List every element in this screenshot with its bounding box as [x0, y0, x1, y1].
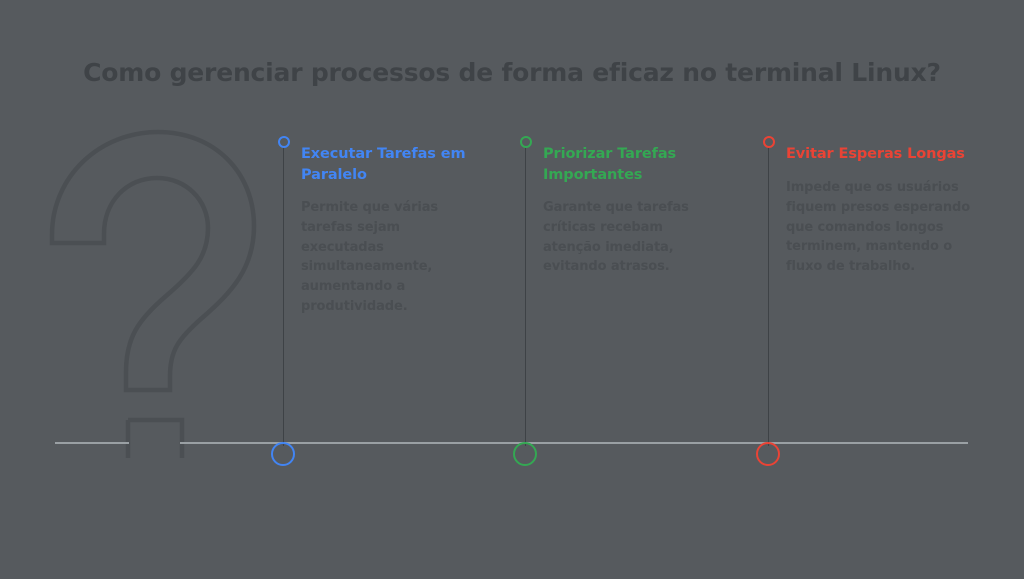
page-title: Como gerenciar processos de forma eficaz… [83, 58, 941, 87]
milestone-connector-line [283, 146, 284, 446]
timeline-baseline-right [180, 442, 968, 444]
milestone-heading: Evitar Esperas Longas [786, 146, 965, 162]
ring-marker-icon-bottom[interactable] [271, 442, 295, 466]
ring-marker-icon-top [520, 136, 532, 148]
ring-marker-icon-top [763, 136, 775, 148]
timeline-baseline-left [55, 442, 129, 444]
milestone-heading: Priorizar Tarefas Importantes [543, 146, 677, 183]
milestone-connector-line [525, 146, 526, 446]
question-mark-icon [48, 128, 258, 458]
ring-marker-icon-bottom[interactable] [513, 442, 537, 466]
milestone-description: Impede que os usuários fiquem presos esp… [786, 180, 971, 274]
ring-marker-icon-bottom[interactable] [756, 442, 780, 466]
milestone-heading: Executar Tarefas em Paralelo [301, 146, 466, 183]
milestone-description: Garante que tarefas críticas recebam ate… [543, 200, 689, 275]
milestone-connector-line [768, 146, 769, 446]
milestone-description: Permite que várias tarefas sejam executa… [301, 200, 439, 314]
ring-marker-icon-top [278, 136, 290, 148]
